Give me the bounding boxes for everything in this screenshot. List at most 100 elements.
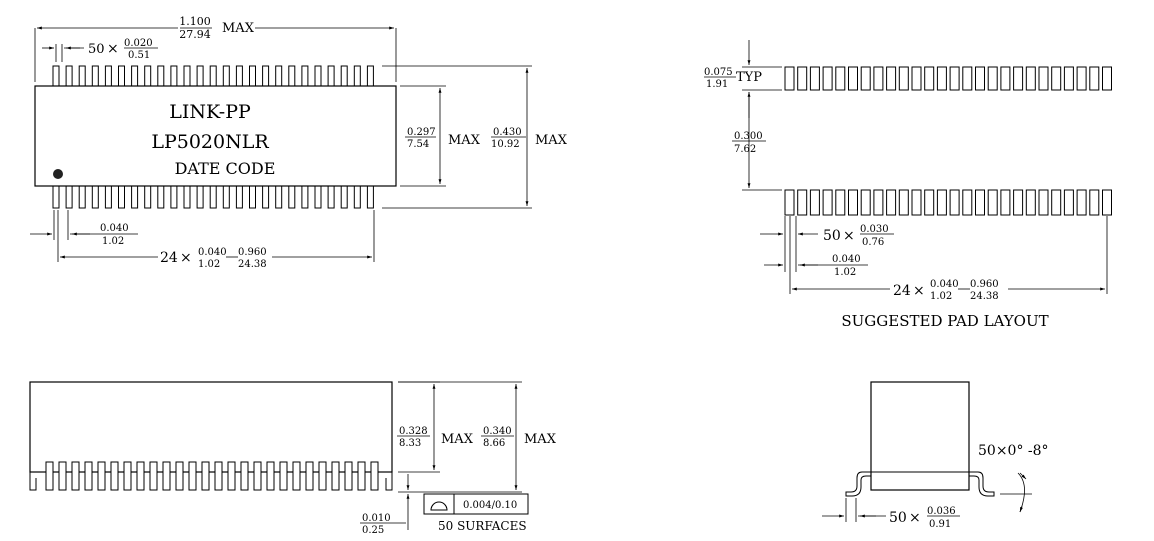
side-lead <box>227 461 236 491</box>
lead <box>78 65 86 87</box>
pad <box>1038 66 1049 91</box>
side-lead <box>266 461 275 491</box>
standoff-inch: 0.010 <box>362 513 391 524</box>
body-height-dimension: 0.328 8.33 MAX <box>397 381 474 473</box>
pad <box>987 66 998 91</box>
package-body-side <box>29 381 393 473</box>
side-lead <box>71 461 80 491</box>
lead <box>327 185 335 209</box>
foot-length-dimension: 50 × 0.036 0.91 <box>822 498 960 530</box>
times-symbol: × <box>843 228 855 244</box>
end-lead-right <box>969 471 995 497</box>
span-pitch-mm: 1.02 <box>198 259 220 270</box>
row-gap-mm: 7.62 <box>734 144 756 155</box>
lead <box>275 185 283 209</box>
pad-width-inch: 0.030 <box>860 224 889 235</box>
side-leads <box>45 461 379 491</box>
lead <box>65 65 73 87</box>
flatness-note: 50 SURFACES <box>438 519 527 533</box>
lead-width-count: 50 <box>88 42 105 57</box>
overall-width-suffix: MAX <box>535 133 568 148</box>
side-lead <box>344 461 353 491</box>
side-view: 0.328 8.33 MAX 0.340 8.66 MAX 0.010 0.25… <box>29 381 557 536</box>
lead <box>222 185 230 209</box>
lead <box>301 185 309 209</box>
lead <box>235 65 243 87</box>
pad <box>949 66 960 91</box>
lead-span-dimension: 24 × 0.040 1.02 0.960 24.38 <box>57 210 375 270</box>
lead <box>366 185 374 209</box>
lead <box>170 185 178 209</box>
angle-arc <box>1017 472 1025 513</box>
side-lead-left-end <box>29 472 37 491</box>
lead <box>91 185 99 209</box>
lead <box>209 65 217 87</box>
standoff-mm: 0.25 <box>362 525 384 536</box>
pad <box>949 189 960 216</box>
lead <box>235 185 243 209</box>
overall-length-inch: 1.100 <box>179 15 211 28</box>
side-lead <box>253 461 262 491</box>
side-lead <box>188 461 197 491</box>
pad <box>860 189 871 216</box>
end-lead-left <box>845 471 871 497</box>
pad-span-total-inch: 0.960 <box>970 279 999 290</box>
side-lead <box>136 461 145 491</box>
pad-length-dimension: 0.075 1.91 TYP <box>704 40 782 118</box>
pad <box>1000 66 1011 91</box>
lead <box>288 185 296 209</box>
overall-height-dimension: 0.340 8.66 MAX <box>398 381 557 493</box>
pin1-dot-icon <box>53 169 63 179</box>
pad <box>809 189 820 216</box>
lead <box>52 185 60 209</box>
pad <box>1051 66 1062 91</box>
top-leads-lower-row <box>52 185 374 209</box>
span-total-mm: 24.38 <box>238 259 267 270</box>
side-lead <box>214 461 223 491</box>
pad <box>898 189 909 216</box>
lead <box>196 185 204 209</box>
lead-pitch-dimension: 0.040 1.02 <box>30 210 138 247</box>
lead <box>144 185 152 209</box>
lead <box>104 65 112 87</box>
pad <box>784 189 795 216</box>
lead <box>262 65 270 87</box>
side-lead <box>175 461 184 491</box>
flatness-callout: 0.004/0.10 50 SURFACES <box>423 493 529 533</box>
pad <box>1089 189 1100 216</box>
lead-angle-text: 50×0° -8° <box>978 443 1049 459</box>
lead-width-mm: 0.51 <box>128 50 150 61</box>
pad <box>873 66 884 91</box>
overall-width-mm: 10.92 <box>491 139 520 150</box>
side-lead <box>110 461 119 491</box>
pad <box>873 189 884 216</box>
body-height-mm: 8.33 <box>399 438 421 449</box>
top-view: 1.100 27.94 MAX 50 × 0.020 0.51 LINK-PP … <box>30 15 568 270</box>
overall-length-suffix: MAX <box>222 21 255 36</box>
pad-span-count: 24 <box>893 283 911 299</box>
pad <box>1051 189 1062 216</box>
lead <box>327 65 335 87</box>
body-width-inch: 0.297 <box>407 127 436 138</box>
pad <box>848 66 858 91</box>
pad-width-mm: 0.76 <box>862 237 884 248</box>
pad <box>822 189 833 216</box>
pad <box>987 189 998 216</box>
pad-width-dimension: 50 × 0.030 0.76 <box>760 216 894 272</box>
lead <box>196 65 204 87</box>
lead <box>183 65 191 87</box>
pad <box>784 66 795 91</box>
top-leads-upper-row <box>52 65 374 87</box>
pad-layout-title: SUGGESTED PAD LAYOUT <box>841 312 1048 330</box>
lead <box>144 65 152 87</box>
lead <box>288 65 296 87</box>
side-lead <box>305 461 314 491</box>
lead <box>262 185 270 209</box>
lead <box>222 65 230 87</box>
lead-width-inch: 0.020 <box>124 38 153 49</box>
lead <box>78 185 86 209</box>
pad <box>1102 66 1112 91</box>
lead-pitch-inch: 0.040 <box>100 223 129 234</box>
lead <box>131 185 139 209</box>
